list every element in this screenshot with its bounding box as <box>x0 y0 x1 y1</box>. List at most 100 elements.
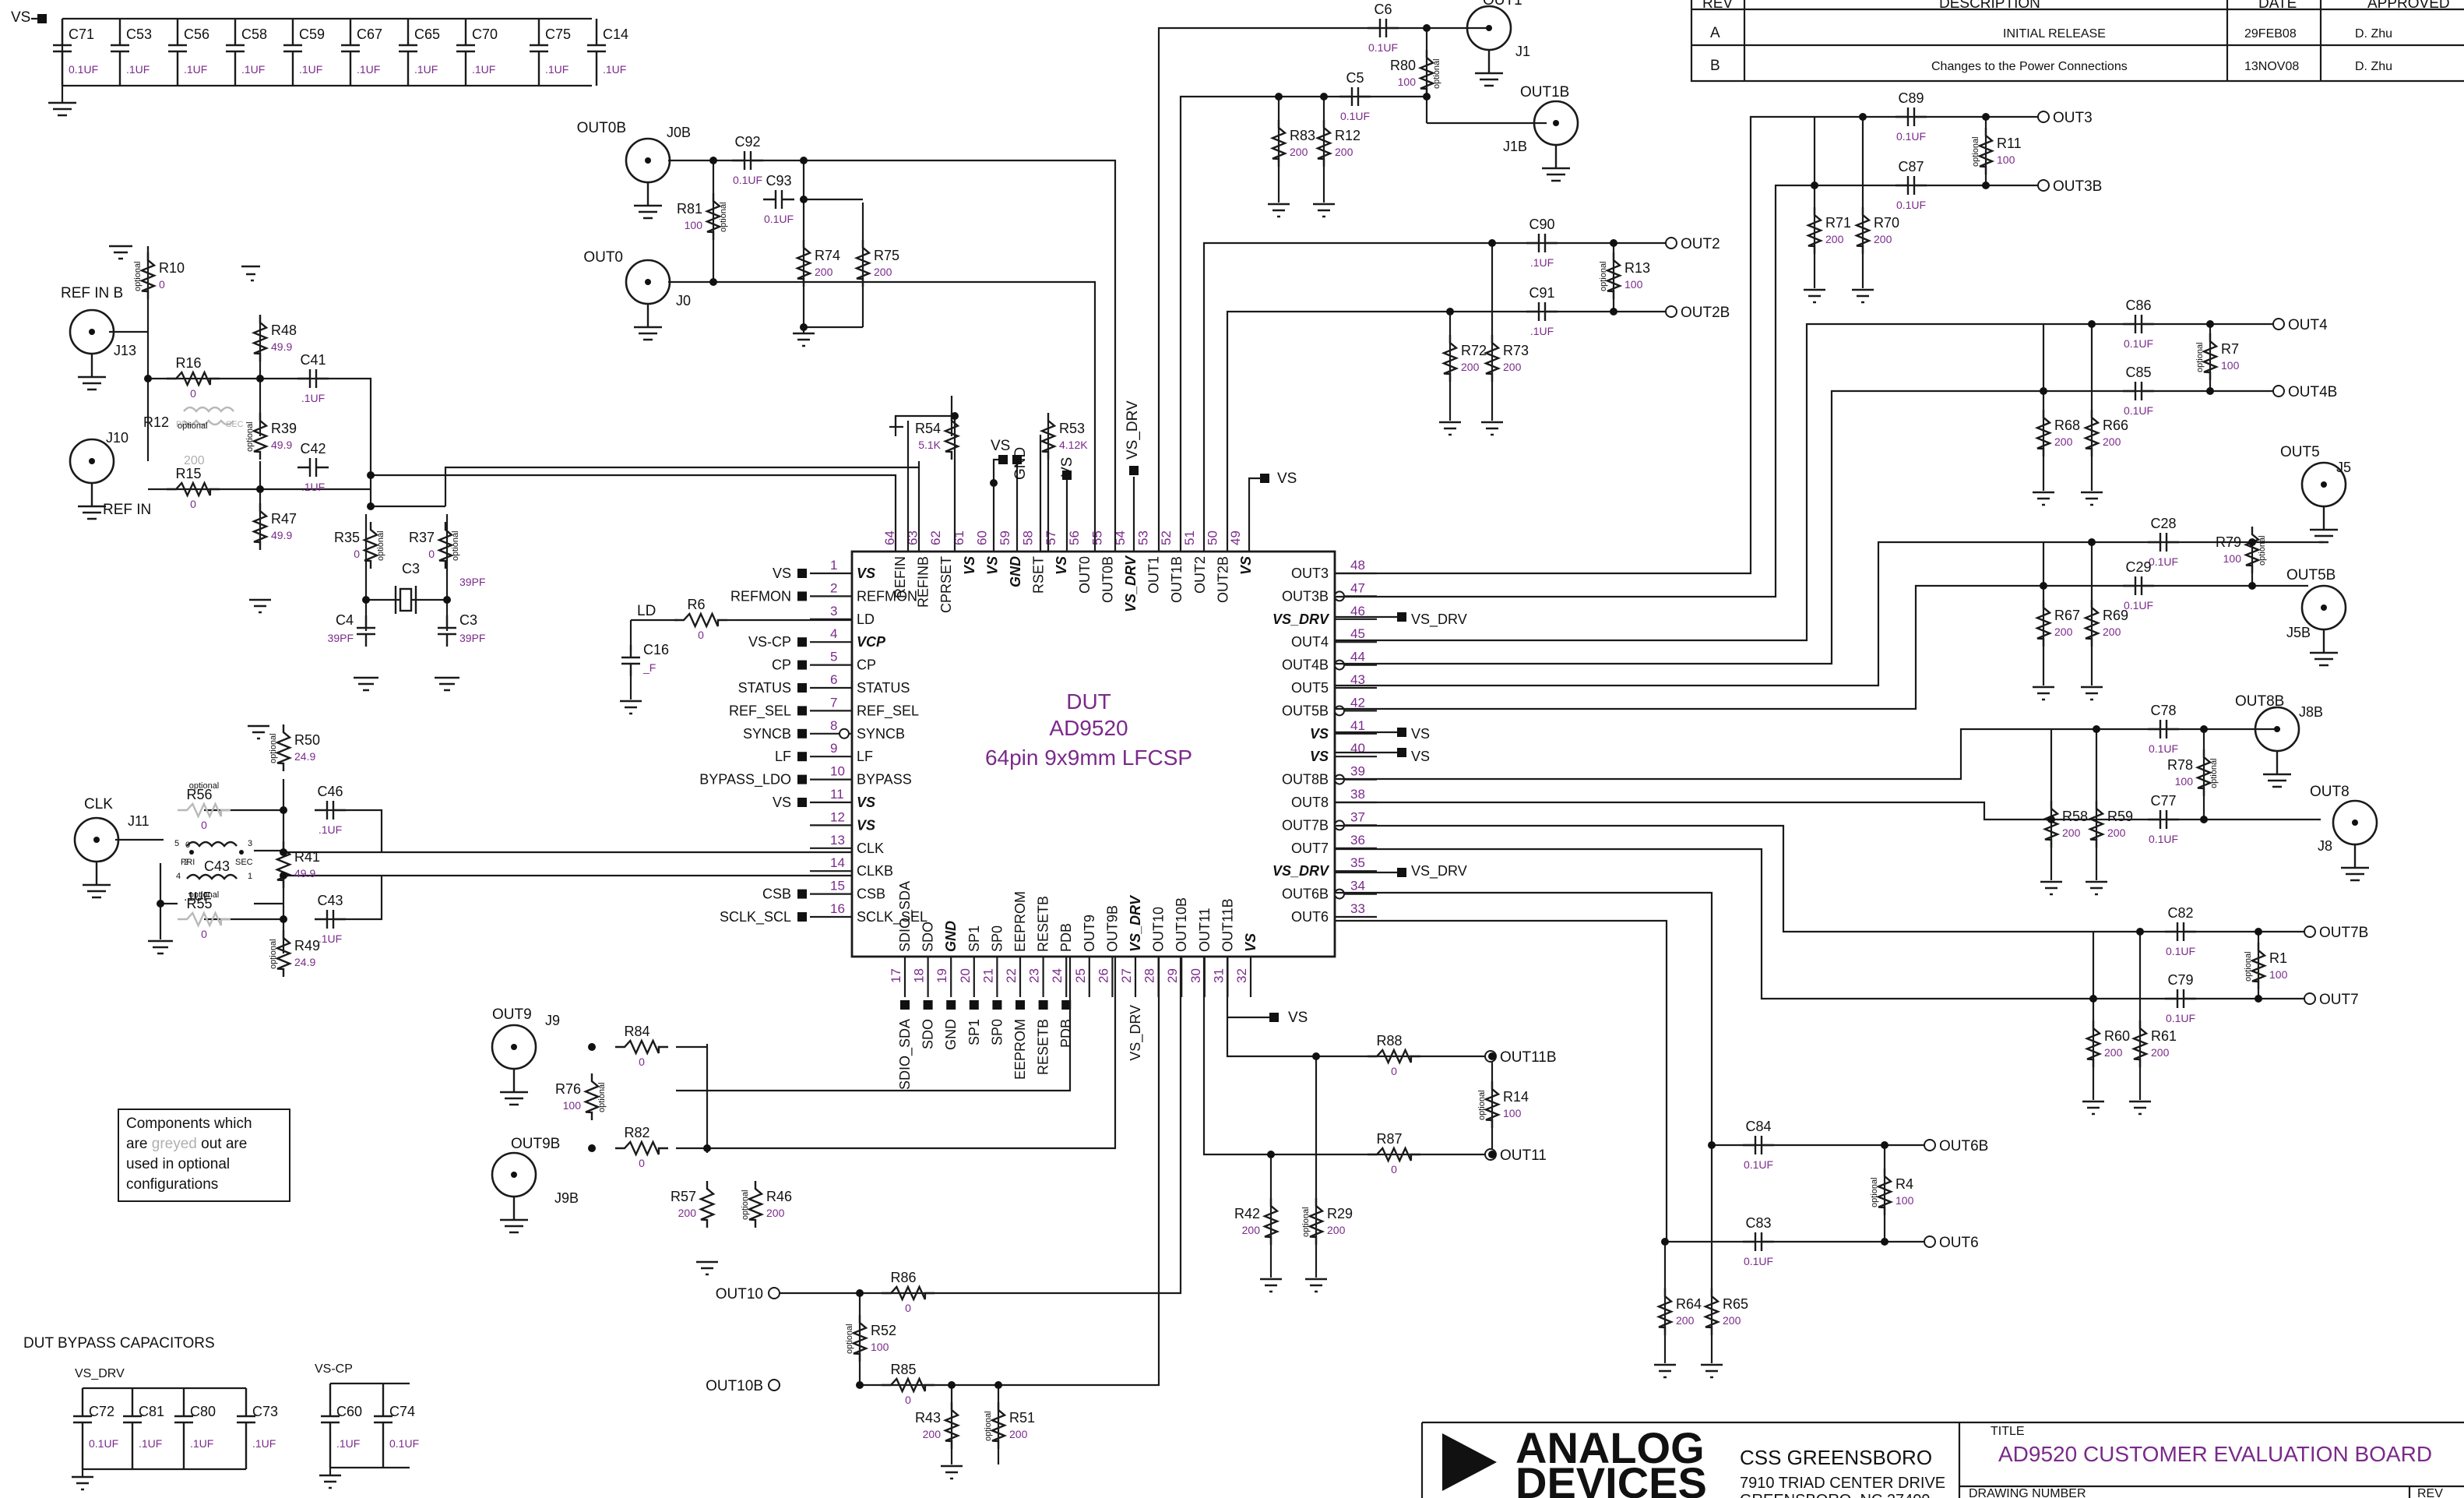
net-label-vs-corner: VS <box>11 9 30 26</box>
rev-row-a-description: INITIAL RELEASE <box>2003 27 2106 41</box>
capacitor-ref-c90: C90 <box>1529 217 1554 232</box>
dut-package: 64pin 9x9mm LFCSP <box>985 745 1192 770</box>
pin-number-37: 37 <box>1350 809 1365 824</box>
pin-name-16: SCLK_SEL <box>857 909 928 925</box>
resistor-value-r83: 200 <box>1290 146 1308 158</box>
pin-name-32: VS <box>1243 933 1258 952</box>
components-layer: R100optionalR160R150R4849.9R3949.9option… <box>133 2 2288 1449</box>
capacitor-value-c86: 0.1UF <box>2124 337 2153 350</box>
optional-tag-r50: optional <box>269 733 278 763</box>
rev-header-approved: APPROVED <box>2367 0 2450 12</box>
rev-row-a-rev: A <box>1710 25 1720 41</box>
dut-part: AD9520 <box>1049 716 1128 740</box>
pin-number-56: 56 <box>1067 530 1082 545</box>
pin-number-32: 32 <box>1234 968 1249 983</box>
junction-dot <box>1312 1052 1320 1060</box>
pin-name-64: REFIN <box>892 556 908 598</box>
dut-title: DUT <box>1066 689 1111 714</box>
resistor-ref-r11: R11 <box>1997 136 2022 151</box>
net-label-top-vs-49: VS <box>1277 471 1297 487</box>
capacitor-value-c46: .1UF <box>319 823 342 836</box>
supply-capacitors: C710.1UFC53.1UFC56.1UFC58.1UFC59.1UFC67.… <box>53 19 628 86</box>
resistor-value-r67: 200 <box>2054 626 2073 638</box>
pin-name-43: OUT5 <box>1291 680 1329 696</box>
resistor-ref-r12: R12 <box>1335 128 1360 143</box>
net-label-out3b: OUT3B <box>2053 178 2102 195</box>
net-label-out0b: OUT0B <box>577 120 626 136</box>
crystal-y1: C3 39PF <box>394 561 485 614</box>
resistor-ref-r52: R52 <box>871 1323 896 1338</box>
pin-number-11: 11 <box>830 787 844 802</box>
net-label-out1b: OUT1B <box>1520 84 1569 100</box>
title-block: ANALOG DEVICES CSS GREENSBORO 7910 TRIAD… <box>1420 1421 2464 1498</box>
junction-dot <box>1661 1238 1669 1246</box>
pin-number-4: 4 <box>830 626 837 641</box>
net-label-top-vs-drv: VS_DRV <box>1125 400 1141 460</box>
junction-dot <box>2088 538 2096 546</box>
capacitor-value-c6: 0.1UF <box>1368 41 1398 54</box>
connector-j10-icon: J10 <box>69 430 128 520</box>
optional-tag-r80: optional <box>1432 58 1441 89</box>
connector-j0b-icon: J0B <box>625 125 691 220</box>
capacitor-ref-c92: C92 <box>734 134 760 150</box>
optional-tag-r29: optional <box>1301 1207 1311 1237</box>
t1-ref: R12 <box>143 414 169 430</box>
resistor-ref-r55: R55 <box>186 896 212 911</box>
pin-number-31: 31 <box>1211 968 1226 983</box>
pin-name-23: RESETB <box>1036 896 1051 952</box>
capacitor-value-c79: 0.1UF <box>2166 1012 2195 1024</box>
net-label-out10b: OUT10B <box>706 1378 763 1394</box>
optional-tag-r52: optional <box>845 1324 854 1354</box>
pin-name-2: REFMON <box>857 588 917 604</box>
t2-pin-5: 5 <box>174 839 179 848</box>
capacitor-c43: C43.1UF <box>315 893 346 945</box>
resistor-value-r73: 200 <box>1503 361 1522 373</box>
capacitor-c91: C91.1UF <box>1526 285 1558 337</box>
junction-dot <box>2200 816 2208 823</box>
capacitor-value-c89: 0.1UF <box>1896 130 1926 143</box>
pin-number-52: 52 <box>1159 530 1174 545</box>
connector-ref-j0b: J0B <box>667 125 691 140</box>
capacitor-ref-c28: C28 <box>2150 516 2176 531</box>
capacitor-ref-c60: C60 <box>336 1404 362 1419</box>
resistor-ref-r49: R49 <box>294 938 320 953</box>
resistor-value-r14: 100 <box>1503 1107 1522 1119</box>
pin-number-62: 62 <box>928 530 943 545</box>
pin-name-22: EEPROM <box>1012 891 1028 952</box>
net-label-out5: OUT5 <box>2280 444 2320 460</box>
junction-dot <box>367 471 375 479</box>
net-label-bottom-23: RESETB <box>1036 1019 1051 1075</box>
pin-name-51: OUT2 <box>1192 556 1208 594</box>
connector-ref-j5: J5 <box>2336 460 2351 475</box>
revision-table: REV DESCRIPTION DATE APPROVED A INITIAL … <box>1690 0 2464 83</box>
net-label-left-1: VS <box>773 566 791 581</box>
optional-tag-r14: optional <box>1477 1090 1487 1120</box>
resistor-ref-r15: R15 <box>175 466 201 481</box>
pin-name-27: VS_DRV <box>1128 894 1143 952</box>
